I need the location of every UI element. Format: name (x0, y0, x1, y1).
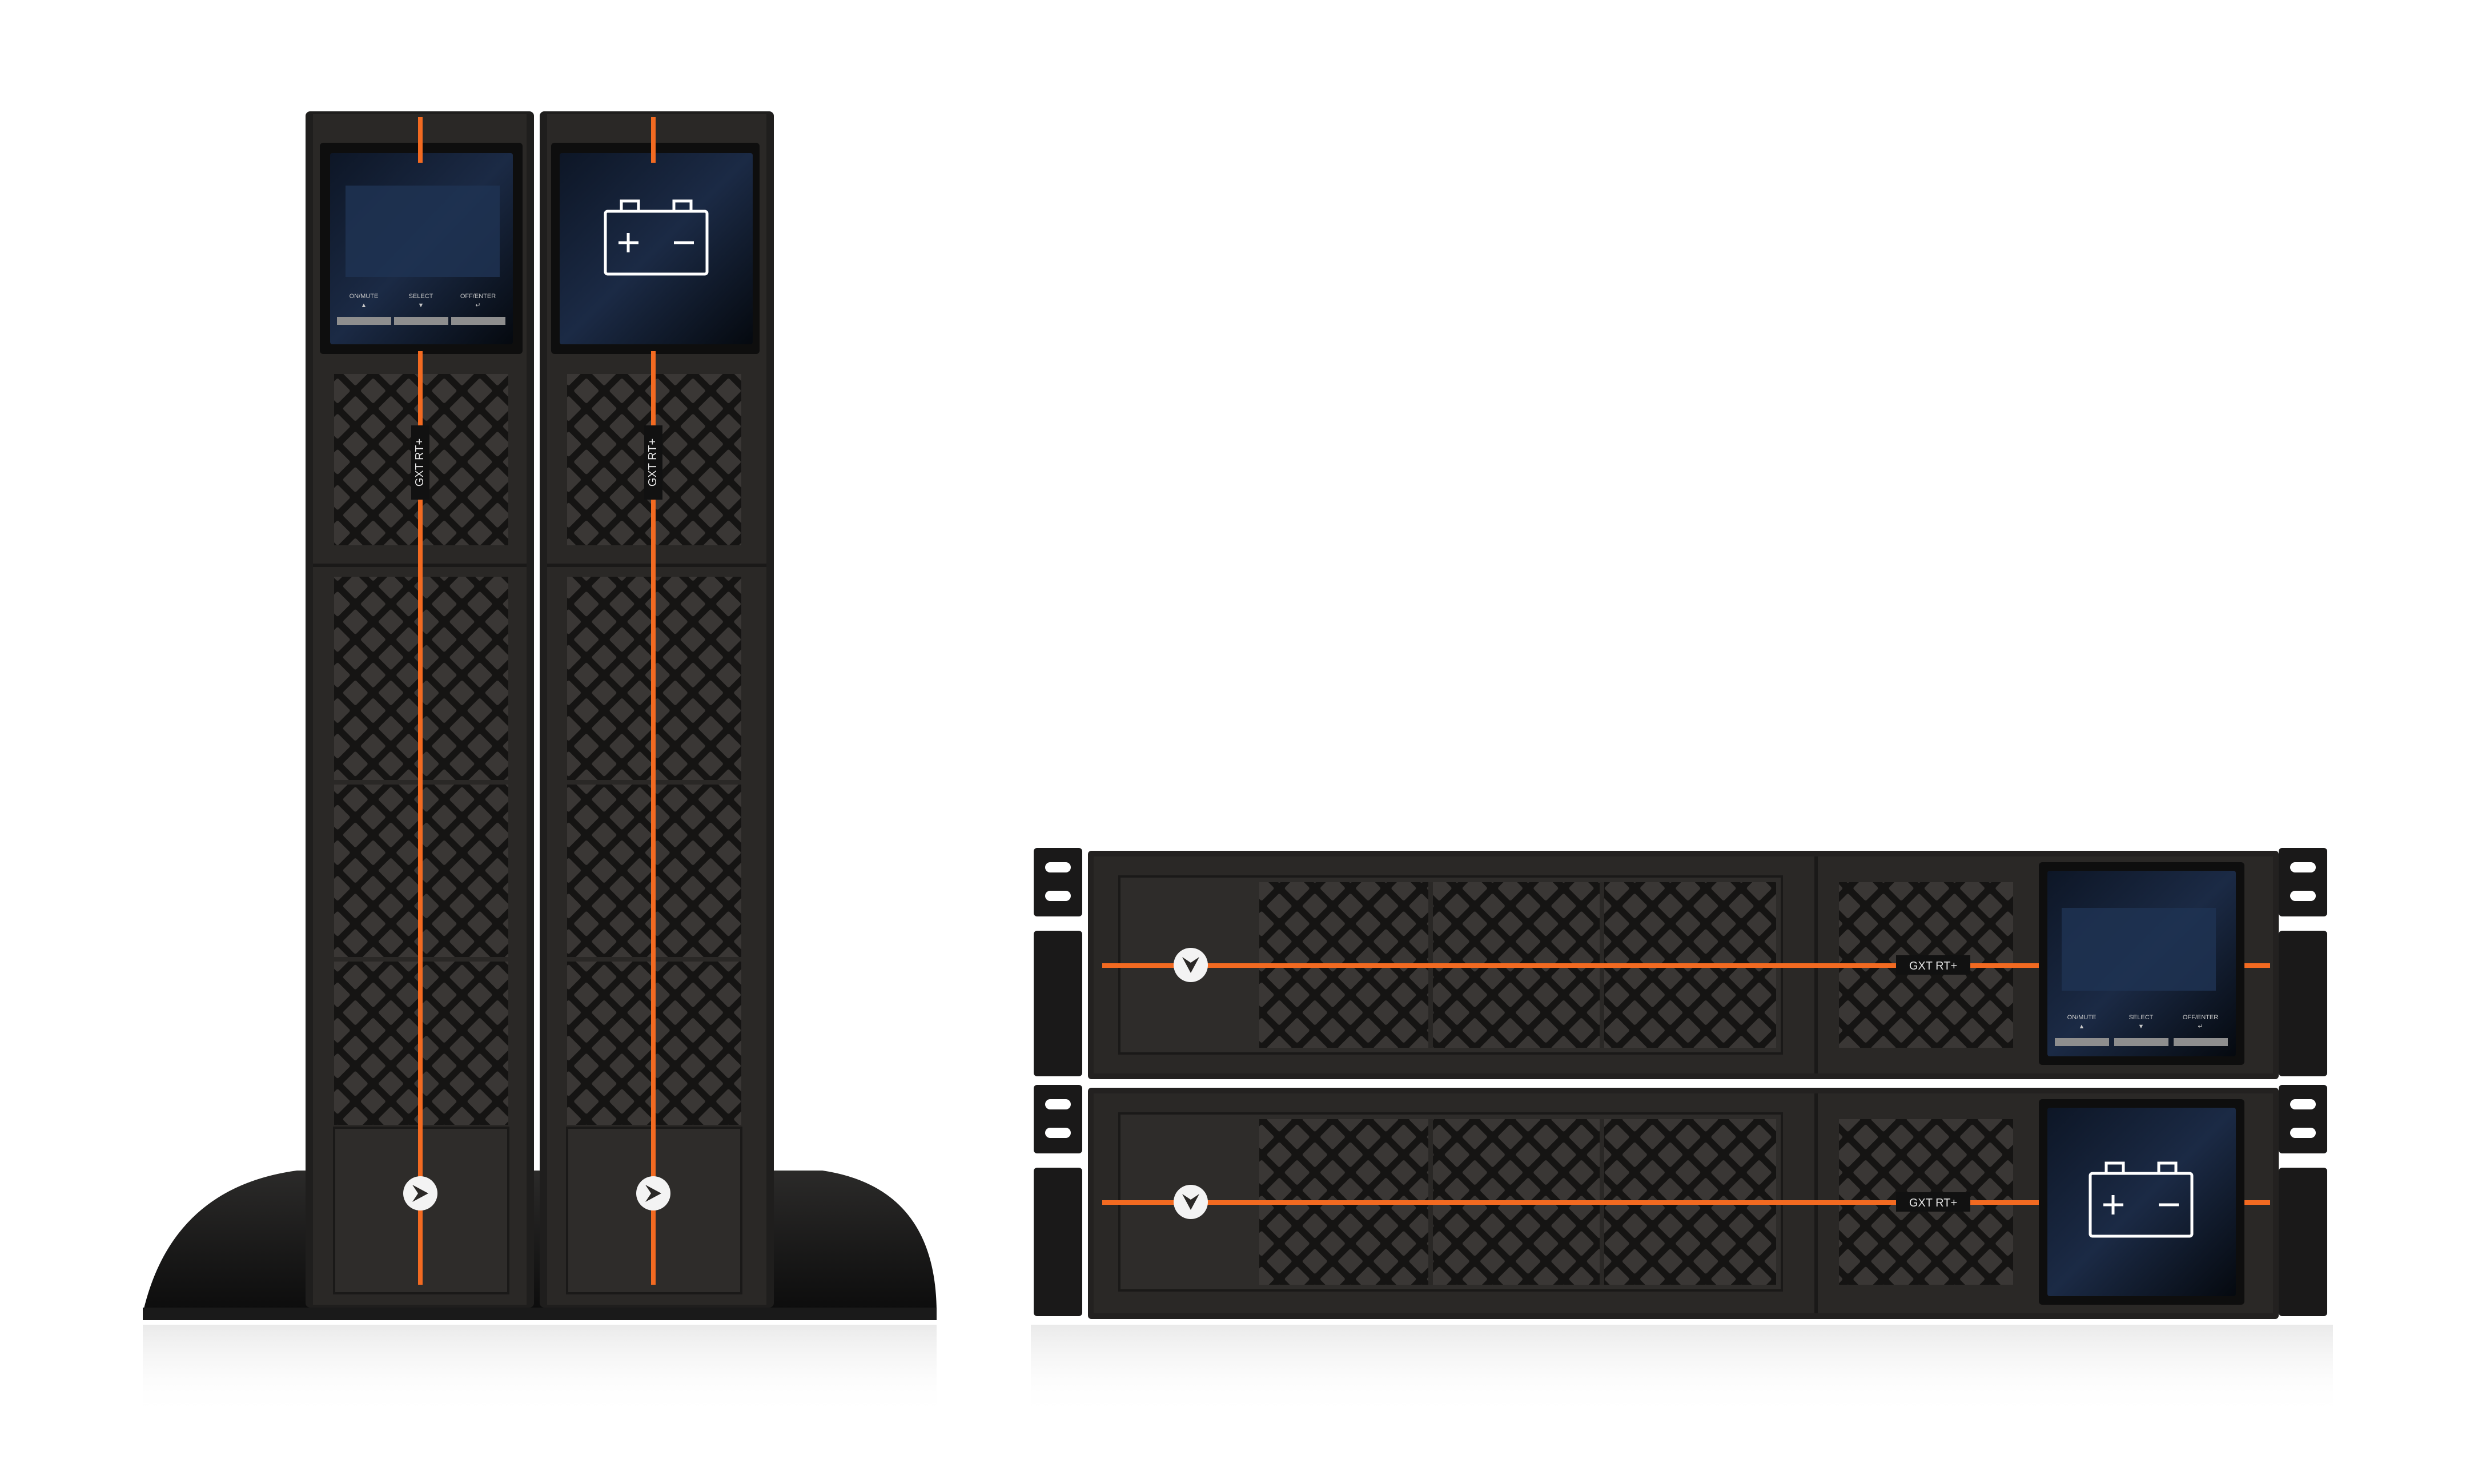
tower-button-row (337, 317, 505, 325)
off-enter-button[interactable] (2174, 1038, 2228, 1046)
lcd-screen (346, 186, 500, 277)
rack-btn2-label: SELECT (2129, 1014, 2154, 1021)
tower-configuration: ON/MUTE ▲ SELECT ▼ OFF/ENTER ↵ GXT RT+ (143, 111, 937, 1416)
model-label: GXT RT+ (646, 439, 659, 486)
rack-ear (2279, 1085, 2327, 1153)
battery-icon (604, 199, 709, 276)
rack-btn2-symbol: ▼ (2138, 1023, 2144, 1030)
rack-button-row (2055, 1038, 2228, 1046)
lcd-screen (2062, 908, 2216, 991)
model-label: GXT RT+ (1909, 960, 1957, 972)
off-enter-button[interactable] (451, 317, 505, 325)
select-button[interactable] (394, 317, 448, 325)
rack-btn1-label: ON/MUTE (2067, 1014, 2097, 1021)
rack-ear (1034, 848, 1082, 916)
rack-configuration: ON/MUTE ▲ SELECT ▼ OFF/ENTER ↵ GXT RT+ (1031, 848, 2333, 1416)
tower-battery-unit: GXT RT+ (540, 111, 774, 1308)
rack-battery-unit: GXT RT+ (1034, 1085, 2327, 1319)
tower-ups-unit: ON/MUTE ▲ SELECT ▼ OFF/ENTER ↵ GXT RT+ (306, 111, 534, 1308)
tower-btn1-symbol: ▲ (361, 302, 367, 309)
tower-btn1-label: ON/MUTE (350, 293, 379, 300)
rack-btn3-symbol: ↵ (2198, 1023, 2203, 1030)
rack-ear (2279, 848, 2327, 916)
rack-ups-unit: ON/MUTE ▲ SELECT ▼ OFF/ENTER ↵ GXT RT+ (1034, 848, 2327, 1079)
on-mute-button[interactable] (337, 317, 391, 325)
select-button[interactable] (2114, 1038, 2168, 1046)
rack-ear (1034, 1085, 1082, 1153)
model-label: GXT RT+ (413, 439, 426, 486)
tower-btn2-symbol: ▼ (418, 302, 424, 309)
on-mute-button[interactable] (2055, 1038, 2109, 1046)
battery-icon (2089, 1161, 2194, 1238)
tower-btn3-symbol: ↵ (475, 302, 480, 309)
tower-btn3-label: OFF/ENTER (460, 293, 496, 300)
tower-btn2-label: SELECT (409, 293, 433, 300)
rack-btn1-symbol: ▲ (2079, 1023, 2085, 1030)
model-label: GXT RT+ (1909, 1197, 1957, 1209)
rack-btn3-label: OFF/ENTER (2183, 1014, 2218, 1021)
